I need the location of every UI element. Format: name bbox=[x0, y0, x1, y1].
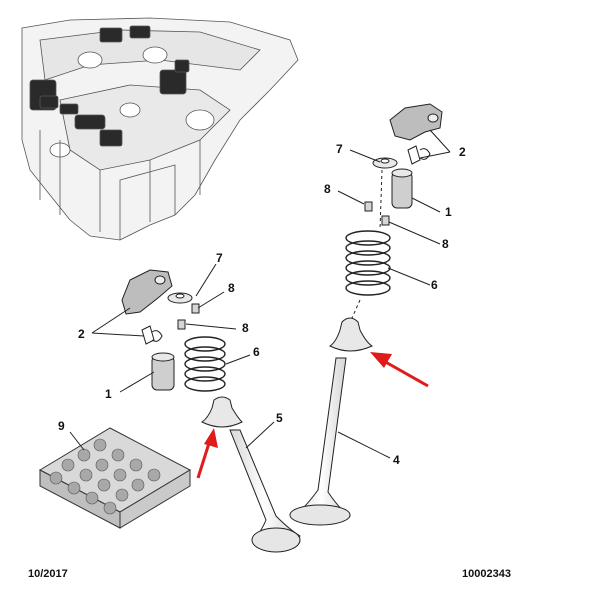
valve-spring-left bbox=[184, 336, 226, 392]
valve-assembly-left bbox=[121, 269, 301, 553]
callout-5: 5 bbox=[276, 411, 283, 425]
clip-right bbox=[407, 145, 421, 165]
rocker-arm-left bbox=[121, 269, 173, 315]
cylinder-head-illustration bbox=[21, 17, 299, 241]
valve-spring-right bbox=[345, 230, 391, 296]
callout-2-left: 2 bbox=[78, 327, 85, 341]
valve-cotter-right-b bbox=[381, 215, 390, 226]
valve-cotter-right-a bbox=[364, 201, 373, 212]
callout-6-right: 6 bbox=[431, 278, 438, 292]
callout-8-left-top: 8 bbox=[228, 281, 235, 295]
callout-8-right-top: 8 bbox=[324, 182, 331, 196]
clip-left bbox=[141, 325, 155, 345]
callout-7-left: 7 bbox=[216, 251, 223, 265]
callout-9: 9 bbox=[58, 419, 65, 433]
callout-8-right-bottom: 8 bbox=[442, 237, 449, 251]
valve-assembly-right bbox=[289, 103, 443, 526]
valve-stem-seal-right bbox=[329, 317, 374, 352]
callout-1-left: 1 bbox=[105, 387, 112, 401]
callout-8-left-bottom: 8 bbox=[242, 321, 249, 335]
footer-date: 10/2017 bbox=[28, 568, 68, 580]
callout-7-right: 7 bbox=[336, 142, 343, 156]
valve-right bbox=[290, 357, 351, 524]
valve-cotter-left-b bbox=[177, 319, 186, 330]
callout-labels: 2 7 8 1 8 6 4 7 8 8 2 6 1 5 9 bbox=[58, 142, 466, 467]
callout-1-right: 1 bbox=[445, 205, 452, 219]
valve-left bbox=[229, 429, 301, 547]
valve-stem-seal-kit bbox=[38, 427, 192, 529]
red-arrow-right bbox=[370, 352, 429, 388]
valve-cotter-left-a bbox=[191, 303, 200, 314]
leader-lines bbox=[69, 129, 451, 459]
callout-6-left: 6 bbox=[253, 345, 260, 359]
valve-stem-seal-left bbox=[201, 396, 243, 428]
footer-reference: 10002343 bbox=[462, 568, 511, 580]
rocker-arm-right bbox=[389, 103, 443, 141]
red-arrow-left bbox=[196, 428, 218, 479]
seal-rows bbox=[49, 438, 161, 515]
callout-4: 4 bbox=[393, 453, 400, 467]
callout-2-right: 2 bbox=[459, 145, 466, 159]
